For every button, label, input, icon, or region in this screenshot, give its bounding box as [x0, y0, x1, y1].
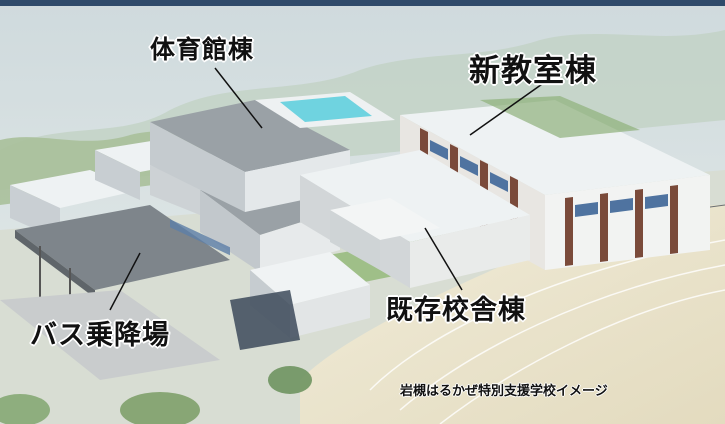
solar-panels: [230, 290, 300, 350]
bus-lane: [0, 290, 220, 380]
track-line-3: [439, 289, 725, 424]
gym-front: [245, 150, 350, 212]
existing-building-roof: [300, 150, 530, 242]
new-building-roof: [400, 100, 710, 195]
front-building-front: [290, 285, 370, 338]
pool-water: [280, 96, 372, 122]
center-building-side: [200, 190, 260, 272]
left-building-3-side: [150, 165, 200, 215]
left-building-2-side: [95, 150, 140, 200]
label-bus-stop: バス乗降場: [30, 320, 170, 351]
label-gym-building: 体育館棟: [150, 35, 255, 64]
pointer-bus: [109, 252, 141, 311]
pointer-existing: [424, 227, 463, 291]
label-existing-building: 既存校舎棟: [386, 295, 526, 326]
label-new-classroom-building: 新教室棟: [469, 53, 597, 89]
gym-windows: [170, 219, 230, 256]
foreground-tree-3: [0, 394, 50, 424]
gym-side: [150, 122, 245, 212]
new-building-front: [545, 175, 710, 270]
existing-building-front: [410, 215, 530, 288]
track-line-2: [399, 264, 725, 411]
rooftop-garden: [480, 96, 640, 138]
pointer-gym: [214, 67, 263, 129]
image-caption: 岩槻はるかぜ特別支援学校イメージ: [400, 384, 608, 399]
foreground-tree-2: [268, 366, 312, 394]
pointer-new: [469, 81, 546, 136]
existing-wing-roof: [330, 198, 440, 240]
bus-canopy-edge: [15, 230, 95, 298]
gym-roof: [150, 100, 350, 172]
top-band: [0, 0, 725, 6]
foreground-tree-1: [120, 392, 200, 424]
new-building-windows: [430, 140, 668, 217]
existing-wing-side: [330, 210, 380, 270]
